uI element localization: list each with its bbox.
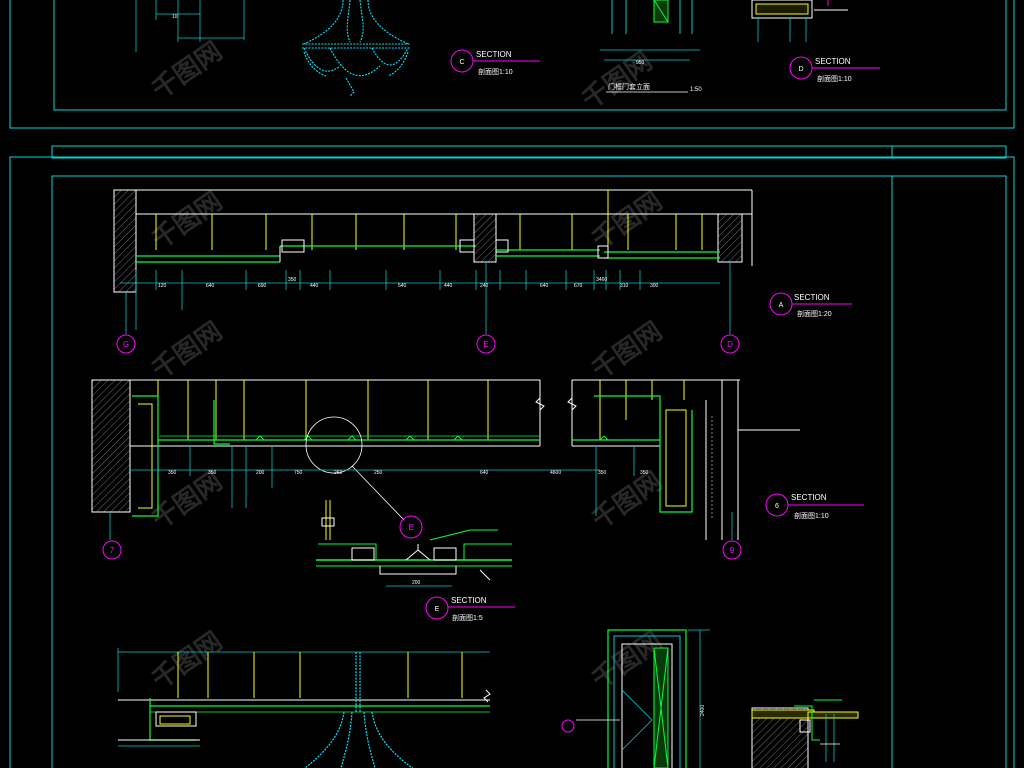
section-tag-letter: 6 — [775, 503, 779, 510]
ceiling-section-a — [113, 189, 753, 334]
section-tag-title: SECTION — [476, 50, 512, 59]
section-tag-title: SECTION — [451, 596, 487, 605]
grid-bubble: E — [476, 334, 496, 354]
section-tag-e: E SECTION 剖面图1:5 — [425, 596, 515, 622]
dim-label: 440 — [310, 283, 319, 289]
dim-label: 640 — [206, 283, 215, 289]
watermark-text: 千图网 — [146, 186, 227, 255]
hatched-wall — [113, 189, 137, 293]
dim-label: 540 — [398, 283, 407, 289]
bottom-chandelier-section — [117, 648, 491, 768]
dim-label: 300 — [650, 283, 659, 289]
section-tag-d: D SECTION 剖面图1:10 — [789, 56, 880, 83]
section-tag-scale: 剖面图1:10 — [794, 511, 829, 520]
upper-inner-frame — [53, 0, 1007, 111]
detail-bubble-e: E — [399, 515, 423, 539]
section-tag-title: SECTION — [815, 57, 851, 66]
svg-text:E: E — [408, 523, 413, 532]
grid-bubble: D — [720, 334, 740, 354]
dim-label: 120 — [158, 283, 167, 289]
door-caption-label: 门框门套立面 — [608, 82, 650, 91]
lower-outer-frame — [51, 145, 1007, 159]
bottom-right-detail — [751, 699, 859, 768]
watermark-text: 千图网 — [146, 36, 227, 105]
section-tag-scale: 剖面图1:20 — [797, 309, 832, 318]
section-tag-scale: 剖面图1:10 — [817, 74, 852, 83]
dims-row-1: 120 640 690 350 440 540 440 240 640 670 … — [158, 277, 659, 289]
svg-text:G: G — [123, 340, 129, 349]
hatched-column — [473, 213, 497, 263]
door-caption-scale: 1:50 — [690, 87, 702, 93]
dim-label: 200 — [256, 470, 265, 476]
grid-bubble: 9 — [722, 540, 742, 560]
dim-label: 310 — [620, 283, 629, 289]
section-tag-letter: D — [798, 66, 803, 73]
section-tag-letter: C — [459, 59, 464, 66]
grid-bubble: 7 — [102, 540, 122, 560]
section-tag-a: A SECTION 剖面图1:20 — [769, 292, 852, 318]
dim-label: 3460 — [596, 277, 607, 283]
svg-text:E: E — [483, 340, 488, 349]
section-tag-6: 6 SECTION 剖面图1:10 — [765, 493, 864, 520]
dim-label: 260 — [334, 470, 343, 476]
hatched-column — [717, 213, 743, 263]
dim-label: 640 — [540, 283, 549, 289]
drawing-frames — [9, 0, 1015, 768]
dim-label: 240 — [480, 283, 489, 289]
detail-e-drawing — [316, 500, 512, 587]
dim-label: 350 — [598, 470, 607, 476]
top-door-fragment — [600, 0, 700, 61]
section-tag-letter: E — [435, 606, 440, 613]
dim-label: 200 — [412, 580, 421, 586]
section-tag-c: C SECTION 剖面图1:10 — [450, 49, 540, 76]
dim-label: 350 — [168, 470, 177, 476]
dim-label: 950 — [636, 60, 645, 66]
dim-label: 690 — [258, 283, 267, 289]
section-tag-scale: 剖面图1:10 — [478, 67, 513, 76]
watermark-layer: 千图网 千图网 千图网 千图网 千图网 千图网 千图网 千图网 千图网 千图网 — [146, 36, 667, 695]
chandelier-top — [302, 0, 410, 97]
dim-label: 250 — [374, 470, 383, 476]
watermark-text: 千图网 — [146, 626, 227, 695]
dim-label: 670 — [574, 283, 583, 289]
dim-label: 350 — [288, 277, 297, 283]
section-tag-title: SECTION — [791, 493, 827, 502]
watermark-text: 千图网 — [576, 46, 657, 115]
watermark-text: 千图网 — [586, 316, 667, 385]
hatched-wall — [91, 379, 131, 513]
dim-label: 350 — [640, 470, 649, 476]
dims-row-2: 350 350 200 750 260 250 640 4600 350 350 — [168, 470, 649, 476]
watermark-text: 千图网 — [146, 316, 227, 385]
door-elevation — [561, 629, 710, 768]
svg-text:7: 7 — [110, 546, 115, 555]
svg-text:D: D — [727, 340, 733, 349]
section-tag-letter: A — [779, 302, 784, 309]
lower-inner-frame — [51, 175, 1007, 768]
lower-sheet-frame — [9, 156, 1015, 768]
dim-label: 4600 — [550, 470, 561, 476]
dim-label: 2400 — [700, 705, 706, 716]
upper-sheet-frame — [9, 0, 1015, 129]
dim-label: 350 — [208, 470, 217, 476]
dim-label: 10 — [172, 14, 178, 20]
ceiling-section-6 — [91, 379, 800, 540]
door-caption: 门框门套立面 1:50 — [606, 82, 702, 93]
section-tag-scale: 剖面图1:5 — [452, 613, 483, 622]
top-right-fragment — [751, 0, 848, 42]
dim-label: 750 — [294, 470, 303, 476]
grid-bubble: G — [116, 334, 136, 354]
svg-text:9: 9 — [730, 546, 735, 555]
section-tag-title: SECTION — [794, 293, 830, 302]
top-left-fragment — [135, 0, 245, 52]
detail-callout-circle — [305, 416, 363, 474]
dim-label: 440 — [444, 283, 453, 289]
dim-label: 640 — [480, 470, 489, 476]
watermark-text: 千图网 — [586, 186, 667, 255]
